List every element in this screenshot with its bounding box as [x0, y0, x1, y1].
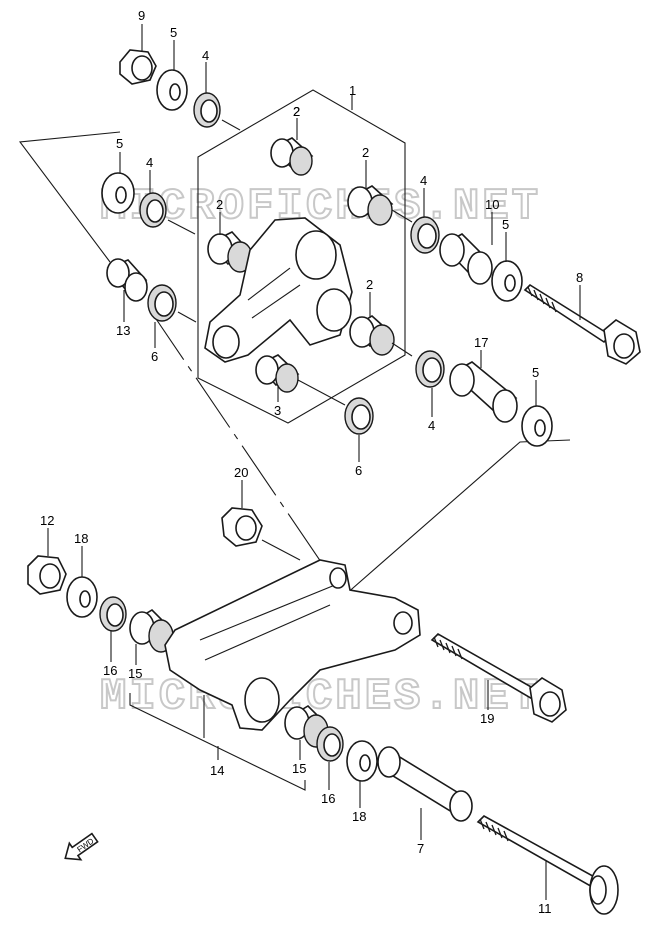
callout-label: 14	[210, 763, 224, 778]
collar-7-icon	[377, 746, 473, 822]
bearing-3-icon	[255, 354, 300, 393]
bolt-11-icon	[476, 815, 619, 915]
callout-label: 20	[234, 465, 248, 480]
callout-label: 12	[40, 513, 54, 528]
callout-label: 6	[355, 463, 362, 478]
callout-label: 2	[293, 104, 300, 119]
callout-label: 9	[138, 8, 145, 23]
bearing-15-left-icon	[129, 608, 174, 653]
bolt-8-icon	[523, 283, 641, 365]
callout-label: 2	[362, 145, 369, 160]
seal-4-right-a-icon	[410, 216, 440, 254]
callout-label: 16	[103, 663, 117, 678]
cushion-lever-icon	[204, 217, 353, 363]
leader-lines	[47, 24, 581, 900]
callout-label: 6	[151, 349, 158, 364]
bearing-2-b-icon	[347, 185, 394, 226]
seal-16-right-icon	[316, 726, 344, 762]
watermark-top: MICROFICHES.NET	[100, 182, 541, 232]
callout-label: 5	[532, 365, 539, 380]
callout-label: 3	[274, 403, 281, 418]
callout-label: 10	[485, 197, 499, 212]
washer-18-right-icon	[346, 740, 378, 782]
callout-label: 4	[146, 155, 153, 170]
seal-6-right-icon	[344, 397, 374, 435]
seal-4-top-icon	[193, 92, 221, 128]
bearing-2-c-icon	[207, 231, 253, 273]
callout-label: 1	[349, 83, 356, 98]
watermark-bottom: MICROFICHES.NET	[100, 672, 541, 722]
callout-label: 4	[420, 173, 427, 188]
washer-5-top-icon	[156, 69, 188, 111]
callout-label: 15	[128, 666, 142, 681]
callout-label: 5	[502, 217, 509, 232]
callout-label: 15	[292, 761, 306, 776]
callout-labels: 9 5 4 1 2 5 4 2 4 10 5 8 2 2 13 6 2 3 17…	[40, 8, 583, 916]
seal-6-left-icon	[147, 284, 177, 322]
callout-label: 2	[366, 277, 373, 292]
nut-20-icon	[221, 507, 263, 547]
callout-label: 2	[293, 104, 300, 119]
seal-4-right-b-icon	[415, 350, 445, 388]
callout-label: 11	[538, 901, 552, 916]
bearing-2-d-icon	[349, 315, 395, 356]
callout-label: 5	[170, 25, 177, 40]
callout-label: 4	[202, 48, 209, 63]
callout-label: 18	[74, 531, 88, 546]
callout-label: 7	[417, 841, 424, 856]
callout-label: 8	[576, 270, 583, 285]
nut-9-icon	[119, 49, 157, 85]
callout-label: 18	[352, 809, 366, 824]
bolt-19-icon	[430, 633, 567, 723]
callout-label: 16	[321, 791, 335, 806]
nut-12-icon	[27, 555, 67, 595]
washer-5-left-icon	[101, 172, 135, 214]
callout-label: 5	[116, 136, 123, 151]
leader-13-group	[18, 131, 121, 263]
fwd-arrow-icon: FWD	[64, 832, 99, 861]
assembly-outline	[197, 89, 406, 424]
washer-5-right-a-icon	[491, 260, 523, 302]
seal-4-left-icon	[139, 192, 167, 228]
cushion-rod-icon	[164, 559, 421, 731]
collar-10-icon	[439, 233, 493, 285]
washer-5-right-b-icon	[521, 405, 553, 447]
collar-13-icon	[106, 258, 148, 302]
bearing-15-right-icon	[284, 704, 329, 748]
callout-label: 2	[216, 197, 223, 212]
seal-16-left-icon	[99, 596, 127, 632]
collar-17-icon	[449, 361, 518, 423]
callout-label: 19	[480, 711, 494, 726]
callout-label: 13	[116, 323, 130, 338]
callout-label: 4	[428, 418, 435, 433]
callout-label: 17	[474, 335, 488, 350]
washer-18-left-icon	[66, 576, 98, 618]
bearing-2-a-icon	[270, 137, 314, 176]
